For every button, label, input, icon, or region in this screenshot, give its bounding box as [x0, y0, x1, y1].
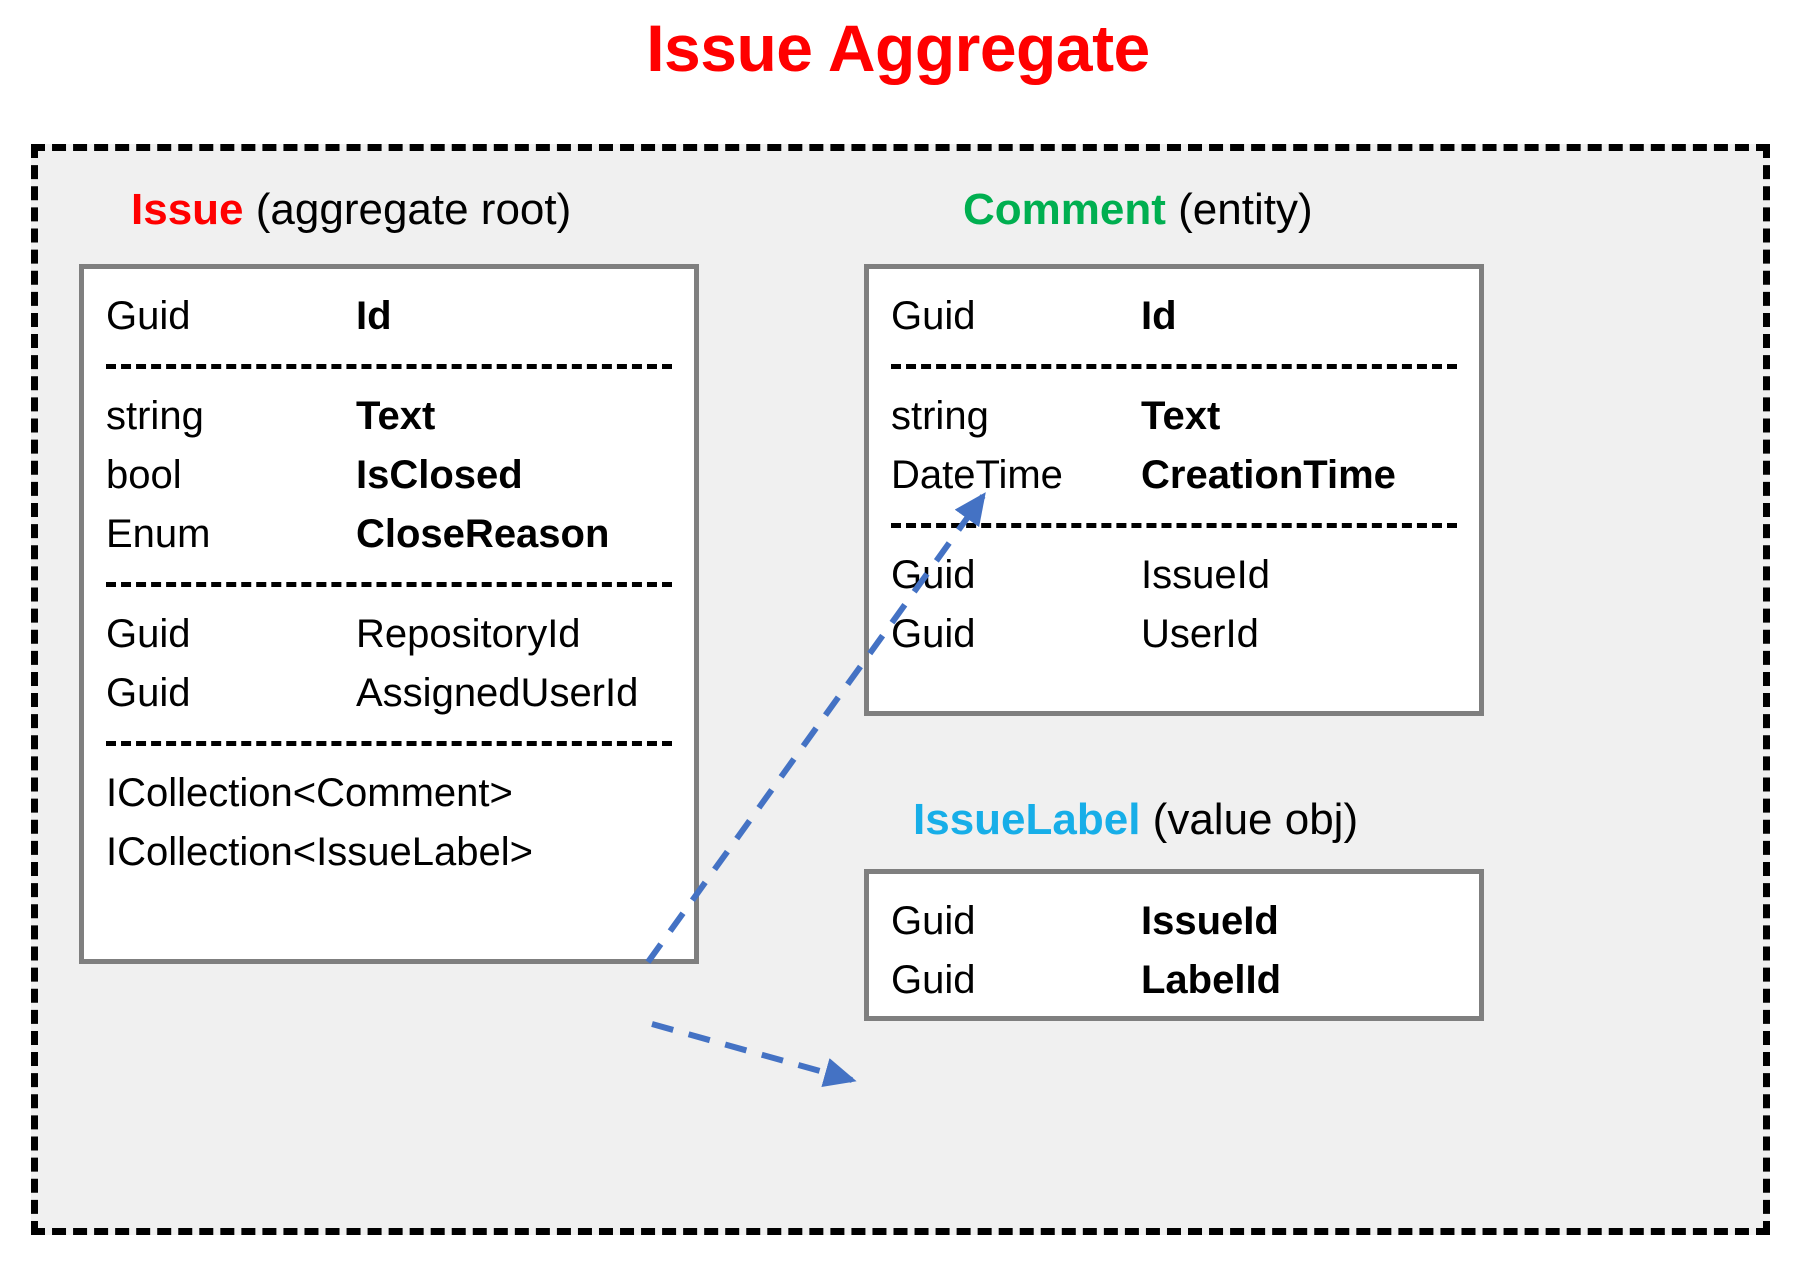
issue-entity-name: Issue — [131, 185, 244, 234]
row-type: string — [106, 394, 204, 438]
row-name: RepositoryId — [356, 612, 581, 656]
issuelabel-entity-box: Guid IssueId Guid LabelId — [864, 869, 1484, 1021]
row-name: Text — [356, 394, 436, 438]
row-name: Text — [1141, 394, 1221, 438]
comment-rows: Guid Id string Text DateTime CreationTim… — [869, 269, 1479, 664]
table-row: Guid Id — [84, 287, 694, 346]
issue-entity-stereotype: (aggregate root) — [255, 185, 572, 234]
row-name: CloseReason — [356, 512, 610, 556]
row-name: Id — [356, 294, 392, 338]
row-type: bool — [106, 453, 182, 497]
table-row: string Text — [869, 387, 1479, 446]
issue-rows: Guid Id string Text bool IsClosed Enum C… — [84, 269, 694, 882]
table-row: Guid IssueId — [869, 892, 1479, 951]
row-name: Id — [1141, 294, 1177, 338]
page-title: Issue Aggregate — [646, 11, 1150, 85]
table-row: Guid IssueId — [869, 546, 1479, 605]
row-type: Enum — [106, 512, 211, 556]
issue-entity-header: Issue (aggregate root) — [131, 188, 571, 232]
row-type: string — [891, 394, 989, 438]
row-name: ICollection<IssueLabel> — [106, 830, 533, 874]
issuelabel-entity-stereotype: (value obj) — [1152, 795, 1359, 844]
row-type: Guid — [106, 294, 191, 338]
row-type: Guid — [891, 553, 976, 597]
table-row: Guid RepositoryId — [84, 605, 694, 664]
comment-entity-name: Comment — [963, 185, 1166, 234]
row-name: ICollection<Comment> — [106, 771, 513, 815]
row-name: CreationTime — [1141, 453, 1396, 497]
row-name: IssueId — [1141, 899, 1279, 943]
row-type: Guid — [891, 612, 976, 656]
table-row: ICollection<IssueLabel> — [84, 823, 694, 882]
row-separator — [891, 364, 1457, 369]
issuelabel-entity-header: IssueLabel (value obj) — [913, 798, 1358, 842]
table-row: Guid Id — [869, 287, 1479, 346]
row-type: DateTime — [891, 453, 1063, 497]
row-name: IsClosed — [356, 453, 523, 497]
row-type: Guid — [106, 671, 191, 715]
row-separator — [106, 364, 672, 369]
table-row: string Text — [84, 387, 694, 446]
table-row: bool IsClosed — [84, 446, 694, 505]
row-type: Guid — [106, 612, 191, 656]
issuelabel-rows: Guid IssueId Guid LabelId — [869, 874, 1479, 1010]
row-type: Guid — [891, 294, 976, 338]
comment-entity-header: Comment (entity) — [963, 188, 1313, 232]
row-name: UserId — [1141, 612, 1259, 656]
row-name: LabelId — [1141, 958, 1282, 1002]
table-row: Guid LabelId — [869, 951, 1479, 1010]
comment-entity-stereotype: (entity) — [1178, 185, 1313, 234]
row-type: Guid — [891, 958, 976, 1002]
table-row: Guid UserId — [869, 605, 1479, 664]
row-name: IssueId — [1141, 553, 1270, 597]
row-separator — [106, 741, 672, 746]
row-name: AssignedUserId — [356, 671, 639, 715]
row-separator — [891, 523, 1457, 528]
issuelabel-entity-name: IssueLabel — [913, 795, 1141, 844]
comment-entity-box: Guid Id string Text DateTime CreationTim… — [864, 264, 1484, 716]
table-row: Enum CloseReason — [84, 505, 694, 564]
row-separator — [106, 582, 672, 587]
table-row: ICollection<Comment> — [84, 764, 694, 823]
issue-entity-box: Guid Id string Text bool IsClosed Enum C… — [79, 264, 699, 964]
row-type: Guid — [891, 899, 976, 943]
table-row: DateTime CreationTime — [869, 446, 1479, 505]
table-row: Guid AssignedUserId — [84, 664, 694, 723]
